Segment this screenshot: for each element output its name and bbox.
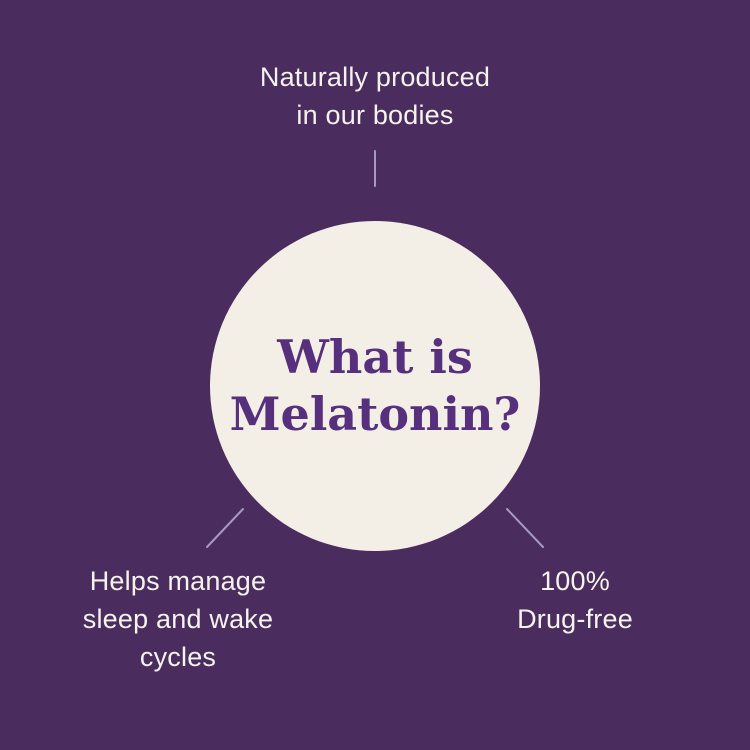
connector-bottom-right-line bbox=[506, 508, 544, 548]
main-title: What is Melatonin? bbox=[229, 330, 521, 441]
center-circle: What is Melatonin? bbox=[210, 221, 540, 551]
label-helps-manage: Helps manage sleep and wake cycles bbox=[82, 566, 274, 672]
connector-bottom-left-line bbox=[206, 508, 244, 548]
label-naturally-produced: Naturally produced in our bodies bbox=[259, 62, 491, 130]
label-drug-free: 100% Drug-free bbox=[517, 566, 633, 634]
